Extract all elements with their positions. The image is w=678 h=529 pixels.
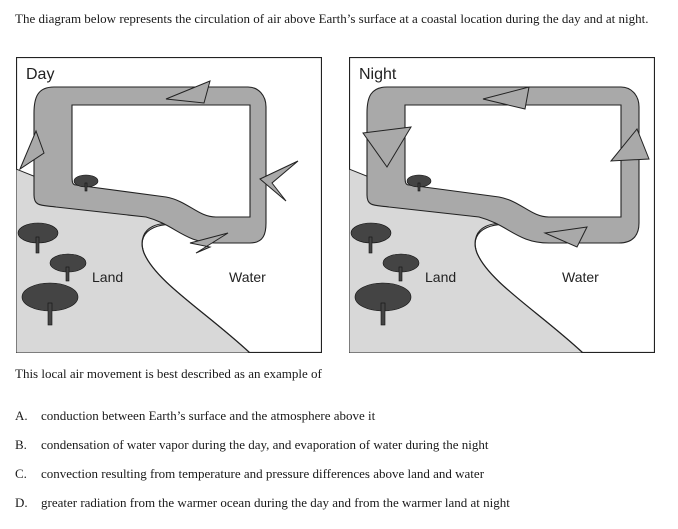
- question-stem: This local air movement is best describe…: [15, 366, 322, 381]
- coastline: [141, 223, 251, 353]
- tree-icon: [73, 174, 99, 192]
- water-label: Water: [229, 269, 266, 285]
- choice-c[interactable]: C. convection resulting from temperature …: [15, 466, 510, 495]
- choice-letter: D.: [15, 495, 28, 510]
- question-intro: The diagram below represents the circula…: [15, 11, 649, 26]
- panel-title: Night: [359, 66, 397, 83]
- air-circulation-arrow: [33, 86, 267, 244]
- tree-icon: [354, 282, 412, 326]
- choice-text: conduction between Earth’s surface and t…: [41, 408, 376, 423]
- choice-text: greater radiation from the warmer ocean …: [41, 495, 510, 510]
- water-label: Water: [562, 269, 599, 285]
- arrow-head-bottom-left: [189, 232, 229, 254]
- coastline: [474, 223, 584, 353]
- arrow-head-bottom-right: [543, 226, 588, 248]
- land-label: Land: [425, 269, 456, 285]
- arrow-head-top-left: [482, 86, 530, 110]
- tree-icon: [406, 174, 432, 192]
- land-label: Land: [92, 269, 123, 285]
- air-circulation-arrow: [366, 86, 640, 244]
- choice-letter: B.: [15, 437, 27, 452]
- answer-choices: A. conduction between Earth’s surface and…: [15, 408, 510, 524]
- tree-icon: [382, 253, 420, 282]
- choice-text: condensation of water vapor during the d…: [41, 437, 489, 452]
- choice-letter: A.: [15, 408, 28, 423]
- choice-a[interactable]: A. conduction between Earth’s surface and…: [15, 408, 510, 437]
- arrow-head-right-up: [609, 128, 650, 162]
- choice-text: convection resulting from temperature an…: [41, 466, 485, 481]
- arrow-head-top-right: [165, 80, 211, 104]
- day-diagram: Day Land Water: [16, 57, 322, 353]
- choice-b[interactable]: B. condensation of water vapor during the…: [15, 437, 510, 466]
- choice-d[interactable]: D. greater radiation from the warmer ocea…: [15, 495, 510, 524]
- arrow-head-left-up: [18, 129, 45, 171]
- tree-icon: [21, 282, 79, 326]
- tree-icon: [17, 222, 59, 254]
- panel-title: Day: [26, 66, 54, 83]
- tree-icon: [350, 222, 392, 254]
- arrow-head-right-down: [259, 160, 299, 202]
- arrow-head-left-down: [362, 126, 412, 168]
- choice-letter: C.: [15, 466, 27, 481]
- tree-icon: [49, 253, 87, 282]
- night-diagram: Night Land Water: [349, 57, 655, 353]
